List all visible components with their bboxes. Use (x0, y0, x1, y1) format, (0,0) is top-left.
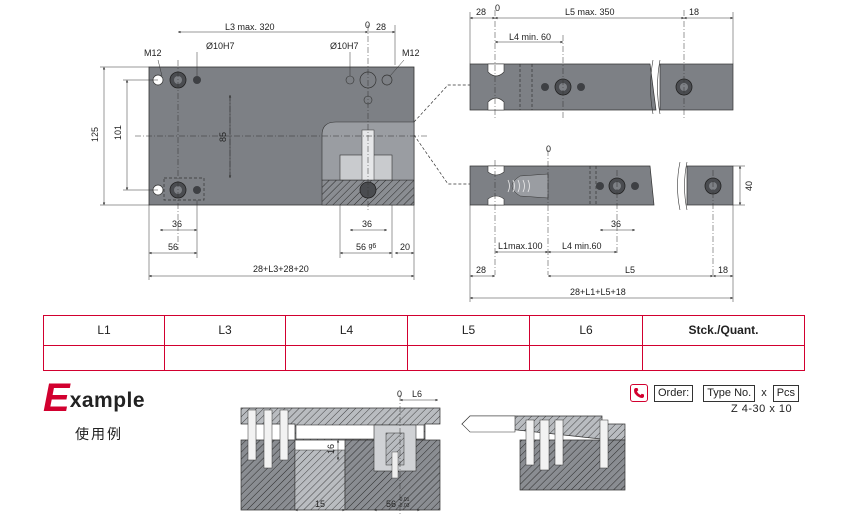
col-quantity: Stck./Quant. (642, 315, 805, 346)
dim-zero-front: 0 (365, 20, 370, 30)
dim-36-lower: 36 (611, 219, 621, 229)
dim-zero-lower: 0 (546, 144, 551, 154)
dim-fit-56: 56 g6 (356, 242, 376, 252)
example-heading: Example 使用例 (43, 376, 146, 442)
col-l3: L3 (164, 315, 286, 346)
col-l4: L4 (285, 315, 408, 346)
dim-total-lower: 28+L1+L5+18 (570, 287, 626, 297)
dim-fit-56-value: 56 (356, 242, 366, 252)
dim-fit-sub: -0.03 (398, 503, 410, 509)
example-letter: E (43, 376, 70, 420)
example-section-drawing: 0 L6 16 15 56 -0.01 -0.03 (240, 389, 626, 515)
label-bore-left: Ø10H7 (206, 41, 235, 51)
order-info: Order: Type No. x Pcs (630, 383, 800, 403)
dim-zero-example: 0 (397, 389, 402, 399)
cell-quantity[interactable] (642, 344, 805, 372)
dim-28-lower: 28 (476, 265, 486, 275)
dim-fit-56-example: 56 (386, 499, 396, 509)
order-label: Order: (654, 384, 694, 402)
label-bore-right: Ø10H7 (330, 41, 359, 51)
times-sign: x (761, 387, 767, 399)
cell-l1[interactable] (43, 344, 165, 372)
dim-36-right: 36 (362, 219, 372, 229)
col-l6: L6 (529, 315, 643, 346)
dim-28-upper: 28 (476, 7, 486, 17)
dim-l3-max: L3 max. 320 (225, 22, 275, 32)
phone-icon (630, 384, 648, 402)
phone-icon-glyph (634, 388, 644, 398)
dim-fit-sup: -0.01 (398, 497, 410, 503)
label-m12-left: M12 (144, 48, 162, 58)
dim-15: 15 (315, 499, 325, 509)
dim-101: 101 (113, 125, 123, 140)
lower-slide-view: 0 40 36 L1max.100 L4 min.60 28 L5 18 28+… (469, 144, 754, 302)
dim-l5: L5 (625, 265, 635, 275)
dim-l4-min-lower: L4 min.60 (562, 241, 602, 251)
front-view: L3 max. 320 0 28 M12 Ø10H7 Ø10H7 M12 125… (90, 20, 470, 280)
dim-56-left: 56 (168, 242, 178, 252)
dim-fit-g6: g6 (369, 243, 377, 250)
dim-40: 40 (744, 181, 754, 191)
cell-l6[interactable] (529, 344, 643, 372)
upper-slide-view: 28 0 L5 max. 350 18 L4 min. 60 (469, 3, 734, 120)
dim-18-upper: 18 (689, 7, 699, 17)
col-l5: L5 (407, 315, 530, 346)
dim-16: 16 (326, 444, 336, 454)
cell-l3[interactable] (164, 344, 286, 372)
dim-85: 85 (218, 132, 228, 142)
table-row (43, 344, 805, 372)
dim-l4-min-upper: L4 min. 60 (509, 32, 551, 42)
cell-l4[interactable] (285, 344, 408, 372)
type-no-label: Type No. (703, 384, 756, 402)
left-holes (152, 71, 205, 201)
dim-36-left: 36 (172, 219, 182, 229)
dim-125: 125 (90, 127, 100, 142)
col-l1: L1 (43, 315, 165, 346)
example-word: xample (69, 389, 146, 412)
example-chinese: 使用例 (75, 426, 123, 442)
dim-18-lower: 18 (718, 265, 728, 275)
dimension-table: L1 L3 L4 L5 L6 Stck./Quant. (43, 315, 805, 372)
table-header-row: L1 L3 L4 L5 L6 Stck./Quant. (43, 315, 805, 346)
dim-l6: L6 (412, 389, 422, 399)
cell-l5[interactable] (407, 344, 530, 372)
dim-zero-upper: 0 (495, 3, 500, 13)
dim-total-front: 28+L3+28+20 (253, 264, 309, 274)
dim-l1-max: L1max.100 (498, 241, 543, 251)
order-example: Z 4-30 x 10 (731, 403, 793, 415)
dim-l5-max: L5 max. 350 (565, 7, 615, 17)
pcs-label: Pcs (772, 384, 800, 402)
dim-28-front: 28 (376, 22, 386, 32)
dim-20: 20 (400, 242, 410, 252)
label-m12-right: M12 (402, 48, 420, 58)
